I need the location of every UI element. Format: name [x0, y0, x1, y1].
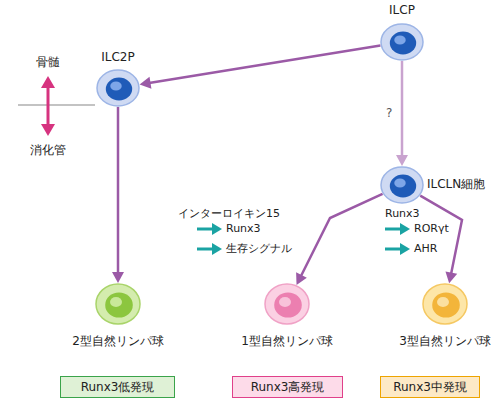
divider-line [18, 104, 95, 105]
cell-shape [264, 283, 310, 325]
box-text: Runx3中発現 [381, 377, 479, 397]
lineage-arrow [140, 46, 381, 89]
cell-shape [422, 283, 468, 325]
cell-node: ILCP [380, 23, 424, 61]
lineage-arrow [296, 194, 382, 285]
lineage-arrow [420, 196, 462, 284]
cell-node: ILCLN細胞 [380, 166, 424, 204]
cell-shape [380, 166, 424, 204]
cell-label: ILC2P [88, 49, 148, 65]
cell-label: 3型自然リンパ球 [390, 333, 500, 349]
annotation-label: インターロイキン15 [178, 207, 280, 221]
cell-label: 1型自然リンパ球 [217, 333, 357, 349]
edge-label: ? [386, 106, 392, 120]
teal-arrow [197, 223, 410, 255]
annotation-label: 生存シグナル [226, 242, 292, 256]
cell-label: 2型自然リンパ球 [48, 333, 188, 349]
expression-box: Runx3低発現 [60, 376, 175, 398]
lineage-arrow [396, 61, 408, 166]
annotation-label: 消化管 [30, 143, 66, 157]
annotation-label: 骨髄 [36, 55, 60, 69]
annotation-label: AHR [414, 242, 437, 256]
expression-box: Runx3高発現 [232, 376, 343, 398]
expression-box: Runx3中発現 [380, 376, 480, 398]
annotation-label: Runx3 [226, 222, 261, 236]
box-text: Runx3低発現 [61, 377, 174, 397]
double-arrow [41, 76, 55, 136]
cell-node: ILC2P [96, 69, 140, 107]
cell-shape [95, 283, 141, 325]
cell-node: 3型自然リンパ球 [422, 283, 468, 325]
box-text: Runx3高発現 [233, 377, 342, 397]
annotation-label: RORγt [414, 222, 449, 236]
cell-node: 1型自然リンパ球 [264, 283, 310, 325]
cell-label: ILCLN細胞 [427, 176, 500, 192]
annotation-label: Runx3 [385, 207, 420, 221]
cell-label: ILCP [372, 2, 432, 18]
cell-shape [380, 23, 424, 61]
lineage-arrow [112, 107, 124, 283]
cell-shape [96, 69, 140, 107]
cell-node: 2型自然リンパ球 [95, 283, 141, 325]
